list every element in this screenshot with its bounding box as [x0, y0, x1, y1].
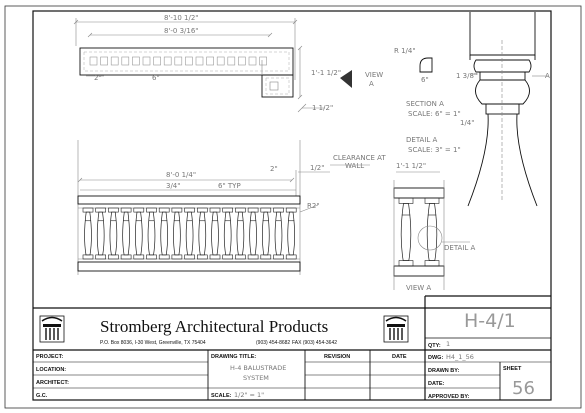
plan-baluster-square	[185, 56, 193, 66]
plan-baluster-square	[259, 56, 267, 66]
drawing-title-line2: SYSTEM	[243, 374, 269, 382]
detail-a-scale: SCALE: 3" = 1"	[408, 146, 461, 154]
view-a-caption: VIEW A	[406, 284, 431, 292]
baluster	[95, 207, 106, 260]
scale-label: SCALE:	[211, 393, 232, 399]
company-fax: FAX (903) 454-3642	[292, 340, 337, 346]
small-6-dim: 6"	[421, 76, 429, 84]
view-a-arrow-icon	[340, 70, 352, 88]
date-label: DATE	[392, 354, 407, 360]
baluster	[82, 207, 94, 260]
revision-label: REVISION	[324, 354, 350, 360]
architect-label: ARCHITECT:	[36, 380, 69, 386]
baluster	[209, 207, 221, 260]
dwg-label: DWG:	[428, 355, 443, 361]
elev-typ-dim: 6" TYP	[218, 182, 241, 190]
plan-view: 8'-10 1/2" 8'-0 3/16" 2" 6" 1'-1 1/2" 1 …	[73, 14, 383, 113]
plan-baluster-square	[174, 56, 183, 66]
outer-border	[4, 5, 582, 409]
detail-a-title: DETAIL A	[406, 136, 438, 144]
plan-baluster-square	[163, 56, 172, 66]
plan-inner-dim: 8'-0 3/16"	[164, 27, 199, 35]
plan-baluster-square	[153, 56, 161, 66]
elevation-view: 8'-0 1/4" 3/4" 6" TYP 2" 1/2" CLEARANCE …	[77, 140, 386, 275]
plan-baluster-square	[238, 56, 246, 66]
baluster	[235, 207, 246, 260]
plan-right-dim: 1'-1 1/2"	[311, 69, 341, 77]
clearance-label-2: WALL	[345, 162, 364, 170]
company-phone: (903) 454-8682	[256, 340, 290, 346]
company-logo-right-icon	[383, 315, 409, 343]
plan-baluster-square	[110, 56, 119, 66]
view-a-label-1: VIEW	[365, 71, 383, 79]
sheet-value: 56	[512, 378, 535, 399]
location-label: LOCATION:	[36, 367, 66, 373]
plan-2-dim: 2"	[94, 74, 102, 82]
drawing-title-line1: H-4 BALUSTRADE	[230, 364, 286, 372]
plan-baluster-square	[248, 56, 257, 66]
section-a-scale: SCALE: 6" = 1"	[408, 110, 461, 118]
plan-6-dim: 6"	[152, 74, 160, 82]
baluster	[273, 207, 284, 260]
plan-baluster-square	[216, 56, 225, 66]
title-block: Stromberg Architectural Products P.O. Bo…	[33, 295, 551, 400]
baluster	[260, 207, 272, 260]
section-a-title: SECTION A	[406, 100, 444, 108]
dwg-value: H4_1_56	[446, 353, 474, 361]
plan-bottom-dim: 1 1/2"	[312, 104, 333, 112]
quarter-dim: 1/4"	[460, 119, 475, 127]
project-label: PROJECT:	[36, 354, 63, 360]
baluster	[133, 207, 145, 260]
baluster	[171, 207, 183, 260]
company-address: P.O. Box 8036, I-30 West, Greenville, TX…	[100, 340, 206, 346]
baluster	[120, 207, 132, 260]
view-a-label-2: A	[369, 80, 374, 88]
sheet-label: SHEET	[503, 366, 522, 372]
side-dim: 1'-1 1/2"	[396, 162, 426, 170]
detail-callout: DETAIL A	[444, 244, 476, 252]
qty-label: QTY:	[428, 343, 441, 349]
date2-label: DATE:	[428, 381, 445, 387]
elev-r2-dim: R2"	[307, 202, 320, 210]
drawn-by-label: DRAWN BY:	[428, 368, 460, 374]
elev-3-4-dim: 3/4"	[166, 182, 181, 190]
baluster	[424, 197, 440, 267]
drawing-number: H-4/1	[464, 310, 516, 332]
baluster	[146, 207, 157, 260]
plan-baluster-square	[142, 56, 151, 66]
clearance-label-1: CLEARANCE AT	[333, 154, 386, 162]
plan-baluster-square	[206, 56, 214, 66]
section-detail: R 1/4" 6" SECTION A SCALE: 6" = 1" DETAI…	[393, 12, 550, 292]
plan-baluster-square	[121, 56, 130, 66]
plan-overall-dim: 8'-10 1/2"	[164, 14, 199, 22]
baluster	[158, 207, 170, 260]
r-quarter-dim: R 1/4"	[394, 47, 416, 55]
elev-2-dim: 2"	[270, 165, 278, 173]
baluster	[108, 207, 119, 260]
plan-baluster-square	[227, 56, 236, 66]
company-logo-icon	[39, 315, 65, 343]
plan-baluster-square	[195, 56, 204, 66]
baluster	[398, 197, 414, 267]
elev-half-dim: 1/2"	[310, 164, 325, 172]
baluster	[222, 207, 233, 260]
three-eighths-dim: 1 3/8"	[456, 72, 477, 80]
approved-label: APPROVED BY:	[428, 394, 470, 400]
qty-value: 1	[446, 340, 450, 348]
baluster	[197, 207, 208, 260]
company-name: Stromberg Architectural Products	[100, 317, 328, 336]
elev-overall-dim: 8'-0 1/4"	[166, 171, 196, 179]
baluster	[285, 207, 297, 260]
scale-value: 1/2" = 1"	[234, 391, 264, 399]
plan-baluster-square	[132, 56, 140, 66]
gc-label: G.C.	[36, 393, 48, 399]
plan-baluster-square	[100, 56, 108, 66]
plan-baluster-square	[89, 56, 98, 66]
baluster	[247, 207, 259, 260]
inner-border	[32, 10, 552, 401]
drawing-title-label: DRAWING TITLE:	[211, 354, 256, 360]
baluster	[184, 207, 195, 260]
